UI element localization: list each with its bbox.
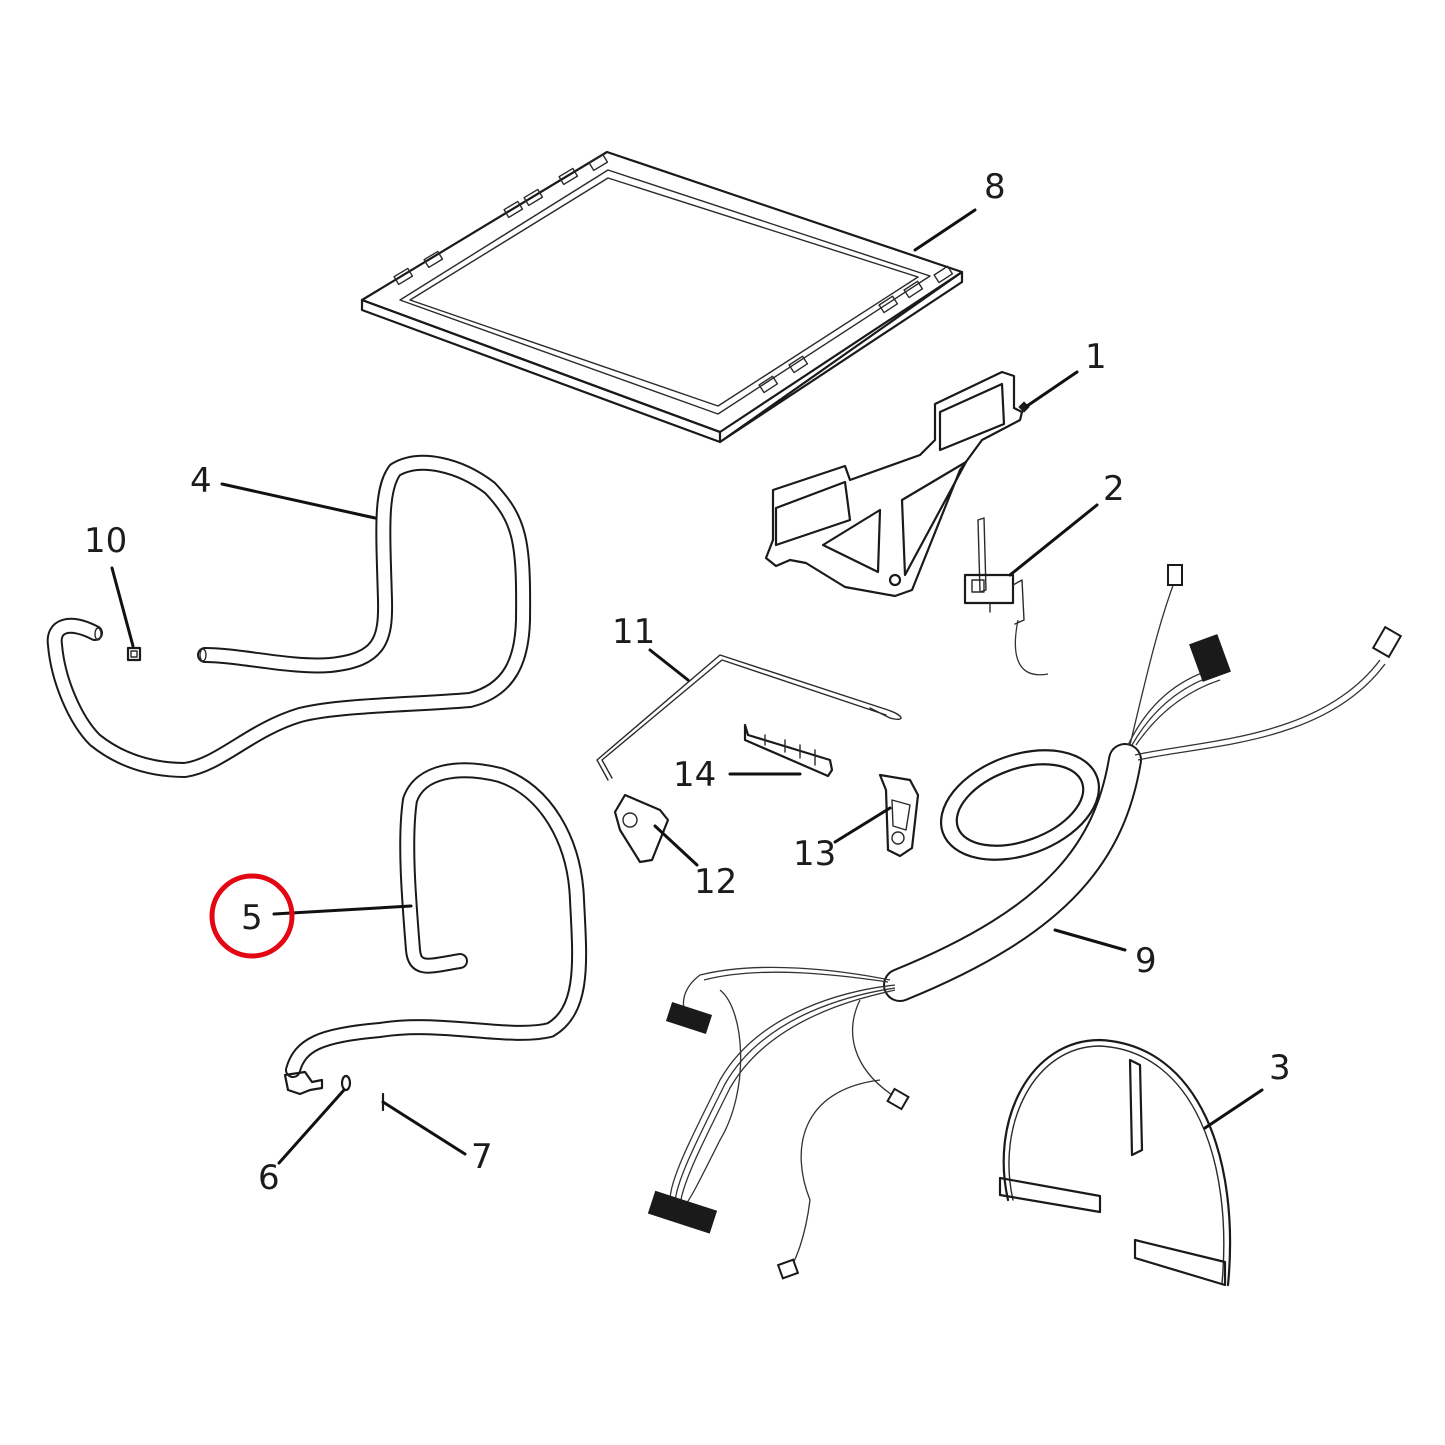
part-3-arc-clips[interactable] (998, 1038, 1232, 1287)
part-10-cap[interactable] (126, 646, 142, 662)
part-6-fitting[interactable] (283, 1070, 352, 1096)
part-13-clip[interactable] (878, 773, 920, 858)
part-4-hose[interactable] (46, 454, 532, 778)
part-14-clip-strip[interactable] (743, 723, 834, 778)
callout-8: 8 (984, 167, 1006, 207)
callout-labels: 1 2 3 4 5 6 7 8 9 10 11 12 13 14 (84, 167, 1291, 1198)
part-2-switch[interactable] (963, 517, 1049, 676)
part-12-clip[interactable] (613, 793, 670, 864)
leader-1 (1025, 370, 1079, 408)
callout-2: 2 (1103, 469, 1125, 509)
leader-6 (277, 1088, 346, 1165)
callout-6: 6 (258, 1158, 280, 1198)
callout-3: 3 (1269, 1048, 1291, 1088)
callout-7: 7 (471, 1137, 493, 1177)
part-1-bracket[interactable] (764, 370, 1030, 598)
highlight-circle-part-5 (209, 873, 295, 959)
callout-11: 11 (612, 612, 655, 652)
callout-10: 10 (84, 521, 127, 561)
leader-3 (1203, 1088, 1264, 1130)
leader-5 (272, 904, 413, 916)
callout-13: 13 (793, 834, 836, 874)
leader-2 (1008, 503, 1099, 577)
callout-14: 14 (673, 755, 716, 795)
callout-12: 12 (694, 862, 737, 902)
leader-8 (913, 208, 977, 252)
callout-9: 9 (1135, 941, 1157, 981)
part-11-rod[interactable] (596, 654, 902, 781)
leader-13 (833, 806, 892, 844)
leader-11 (648, 648, 690, 682)
callout-1: 1 (1085, 337, 1107, 377)
leader-12 (653, 824, 699, 867)
leader-10 (110, 566, 135, 648)
leader-4 (220, 482, 377, 520)
part-8-frame[interactable] (360, 150, 964, 444)
callout-5: 5 (241, 898, 263, 938)
part-5-hose[interactable] (285, 762, 588, 1078)
part-9-wire-harness[interactable] (647, 564, 1403, 1280)
leader-7 (381, 1100, 467, 1156)
callout-4: 4 (190, 461, 212, 501)
leader-9 (1053, 928, 1127, 952)
leader-lines (110, 208, 1264, 1165)
